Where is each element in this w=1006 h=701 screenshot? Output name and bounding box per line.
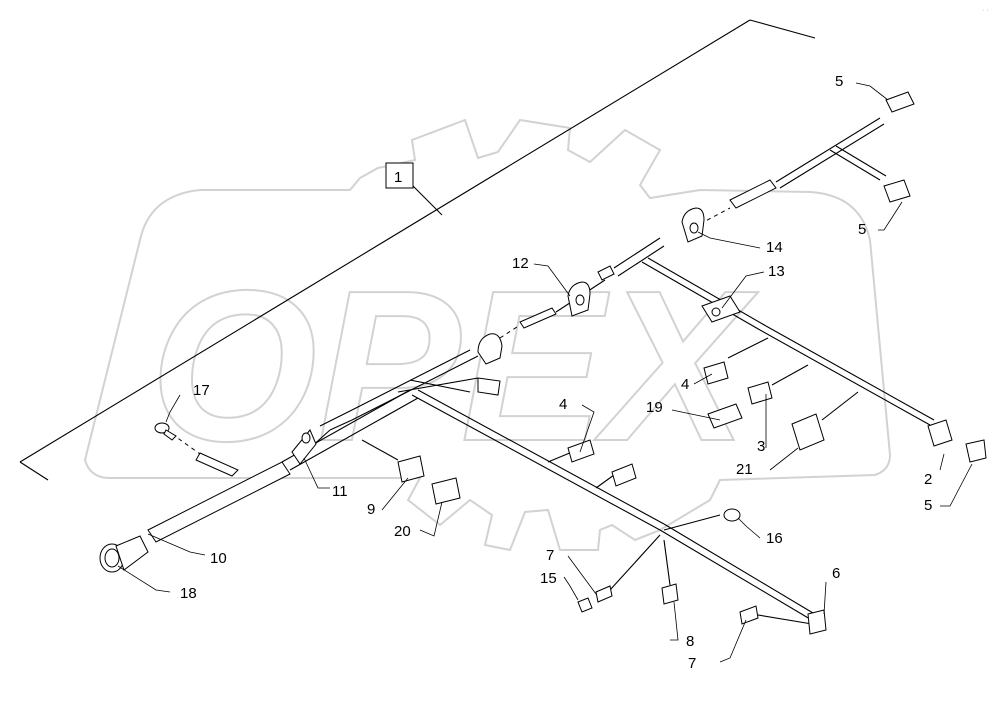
callout-6: 6	[832, 565, 840, 582]
item-1-reference	[19, 19, 816, 481]
clamp-trunk	[477, 333, 503, 365]
main-sleeve	[147, 461, 291, 543]
ring-terminal-16	[723, 508, 741, 522]
connector-pigtail	[477, 377, 501, 396]
connector-3	[747, 381, 773, 405]
leader-lines	[117, 82, 973, 663]
watermark-text: OPEX	[150, 245, 759, 486]
callout-14: 14	[766, 239, 783, 256]
part-7-lower	[595, 585, 613, 603]
sleeve-small	[597, 265, 615, 281]
connector-6	[807, 609, 827, 635]
connector-5-mid	[883, 179, 911, 203]
corner-mark: · ·	[982, 7, 989, 14]
connector-4-lower	[567, 439, 595, 463]
callout-1: 1	[394, 169, 402, 186]
harness-wires	[147, 117, 935, 625]
callout-7-upper: 7	[546, 547, 554, 564]
item-1-box	[385, 162, 414, 189]
parts	[99, 91, 987, 635]
callout-12: 12	[512, 255, 529, 272]
cap-5	[965, 439, 987, 463]
callout-4-upper: 4	[681, 376, 689, 393]
callout-19: 19	[646, 399, 663, 416]
sleeve-upper	[729, 179, 777, 209]
clamp-13	[701, 295, 741, 323]
callout-20: 20	[394, 523, 411, 540]
callout-11: 11	[332, 483, 348, 500]
callout-5-top: 5	[835, 73, 843, 90]
callout-5-bottom: 5	[924, 497, 932, 514]
relay-21	[791, 413, 825, 451]
callout-15: 15	[540, 570, 557, 587]
connector-2	[927, 419, 953, 447]
callout-10: 10	[210, 550, 227, 567]
callout-9: 9	[367, 501, 375, 518]
callout-16: 16	[766, 530, 783, 547]
watermark: OPEX	[83, 118, 892, 552]
callout-17: 17	[193, 382, 210, 399]
connector-4-upper	[703, 361, 729, 385]
connector-19	[707, 403, 743, 429]
watermark-gear-outline	[83, 118, 892, 552]
callout-8: 8	[686, 633, 694, 650]
callout-3: 3	[757, 438, 765, 455]
sleeve-mid	[519, 307, 557, 329]
callout-21: 21	[736, 461, 753, 478]
sleeve-17	[195, 452, 239, 477]
connector-9	[397, 455, 425, 483]
callout-5-mid: 5	[858, 221, 866, 238]
callout-4-lower: 4	[559, 396, 567, 413]
callout-2: 2	[924, 471, 932, 488]
connector-5-top	[885, 91, 915, 113]
part-7-right	[739, 605, 759, 625]
connector-20	[431, 477, 461, 505]
connector-8	[661, 583, 679, 605]
connector-mid	[611, 463, 637, 487]
callout-7-lower: 7	[688, 655, 696, 672]
callout-18: 18	[180, 585, 197, 602]
callout-13: 13	[768, 263, 785, 280]
callout-labels: 1 5 5 14 12 13 4 19 3 21 4 17 11 9 20 10…	[180, 7, 989, 672]
part-15	[577, 597, 593, 613]
